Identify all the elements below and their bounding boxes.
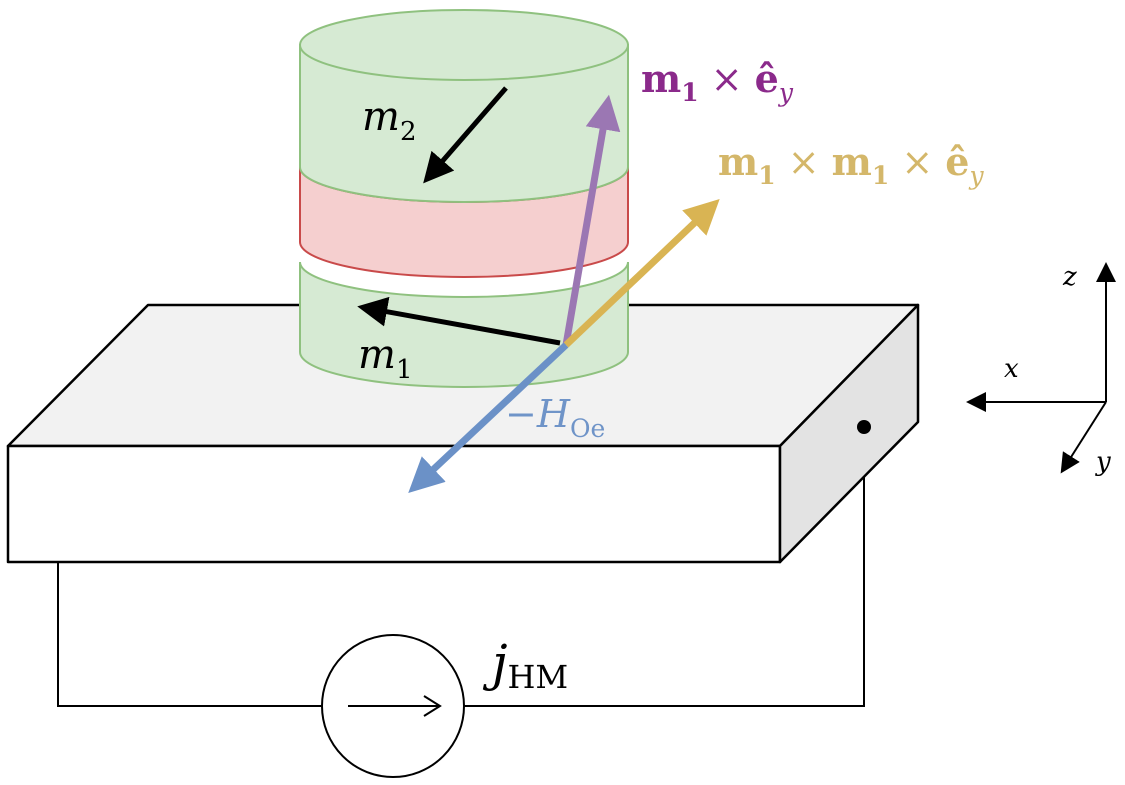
m1-arrow xyxy=(357,296,561,346)
m1-cross-ey-arrow xyxy=(562,94,621,346)
top-ferromagnet-layer xyxy=(299,44,629,203)
label-m1-cross-ey: m1 × êy xyxy=(641,56,794,107)
label-h-oe: −HOe xyxy=(505,392,605,443)
h-oe-arrow xyxy=(408,342,569,493)
slab-front-face xyxy=(6,444,782,564)
m2-arrow xyxy=(423,86,508,184)
label-m2: m2 xyxy=(362,94,416,147)
y-axis xyxy=(1060,401,1107,474)
circuit-wire xyxy=(57,428,865,707)
slab-contact-dot xyxy=(857,420,871,434)
axis-label-x: x xyxy=(1004,354,1019,384)
label-m1: m1 xyxy=(358,332,412,385)
current-source-icon xyxy=(321,634,465,778)
axis-label-y: y xyxy=(1095,447,1111,477)
label-m1-m1-cross-ey: m1 × m1 × êy xyxy=(718,139,984,190)
pillar-top-cap xyxy=(299,9,629,81)
m1-m1-cross-ey-arrow xyxy=(563,198,720,348)
coordinate-axes xyxy=(966,262,1116,474)
axis-label-z: z xyxy=(1062,262,1077,292)
label-current: jHM xyxy=(482,634,568,696)
slab-side-face xyxy=(778,303,920,564)
